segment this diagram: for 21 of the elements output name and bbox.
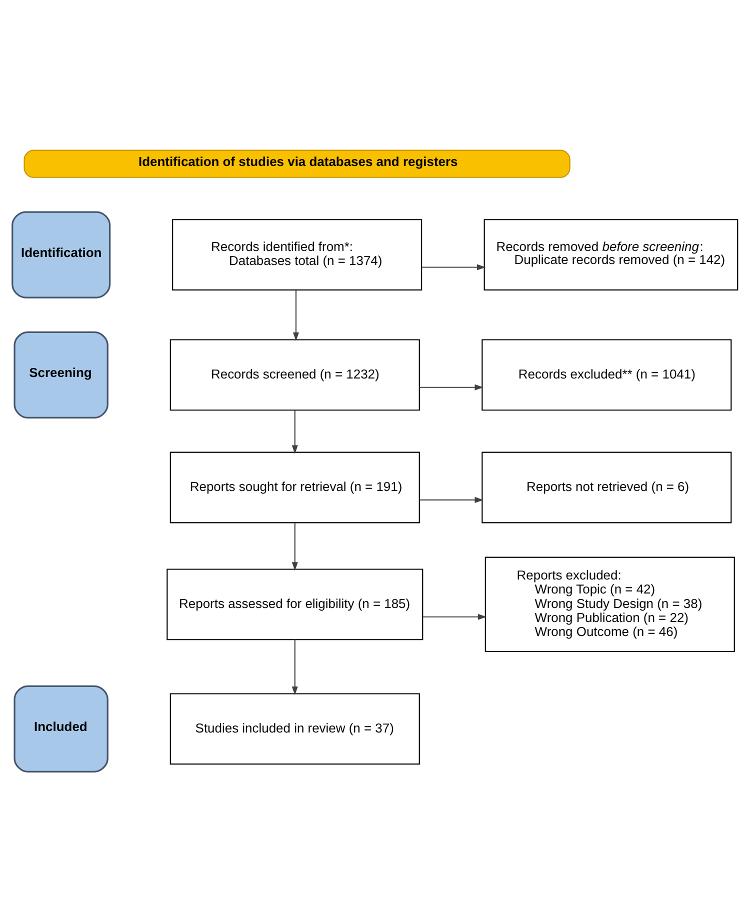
node-box: Records screened (n = 1232) xyxy=(170,339,420,411)
arrow xyxy=(419,496,484,503)
node-box: Reports not retrieved (n = 6) xyxy=(482,452,732,524)
node-box: Records identified from*: Databases total (n = 1374) xyxy=(172,219,422,291)
arrow xyxy=(292,290,300,342)
node-box: Included xyxy=(14,685,108,772)
node-box: Screening xyxy=(14,331,108,419)
node-box: Reports excluded: Wrong Topic (n = 42) Wrong Study Design (n = 38) Wrong Publication (n = 22) Wrong Outcome (n = 46) xyxy=(484,556,735,652)
arrow xyxy=(292,640,298,696)
node-box: Reports sought for retrieval (n = 191) xyxy=(170,452,420,524)
node-box: Identification of studies via databases and registers xyxy=(24,150,570,178)
node-box: Reports assessed for eligibility (n = 185) xyxy=(166,568,424,640)
arrow xyxy=(292,522,298,571)
arrow xyxy=(419,384,484,390)
node-box: Studies included in review (n = 37) xyxy=(170,693,420,765)
arrow xyxy=(292,410,298,454)
node-box: Identification xyxy=(12,211,111,298)
arrow xyxy=(422,264,486,270)
node-box: Records removed before screening: Duplicate records removed (n = 142) xyxy=(484,219,738,291)
arrow xyxy=(423,614,487,620)
node-box: Records excluded** (n = 1041) xyxy=(482,339,732,411)
